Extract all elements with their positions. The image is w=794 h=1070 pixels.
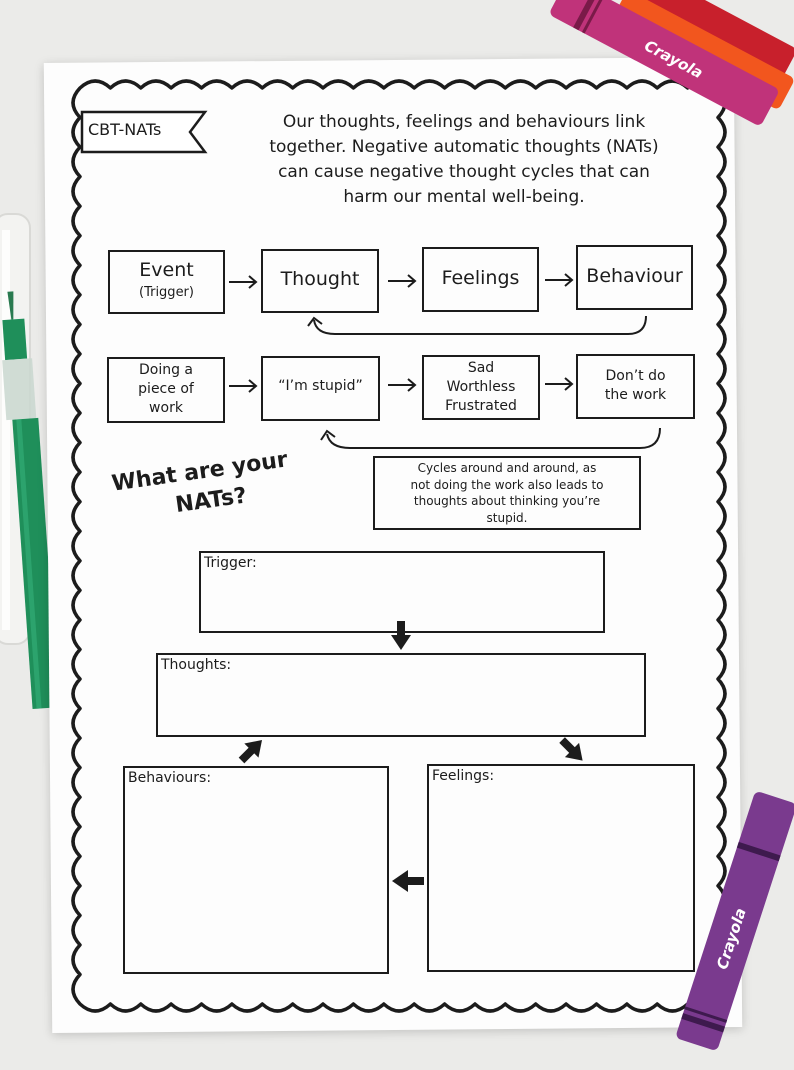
intro-line-3: can cause negative thought cycles that c…: [278, 162, 650, 182]
loop-arrow-1: [307, 315, 647, 335]
feelings-box-label: Feelings:: [432, 768, 495, 784]
loop-arrow-2: [320, 427, 661, 449]
feelings-box: [422, 247, 539, 312]
note-text: Cycles around and around, as not doing t…: [374, 460, 640, 526]
note-line: not doing the work also leads to: [410, 477, 604, 492]
example-feelings-line: Frustrated: [445, 398, 517, 414]
tag-ribbon: [80, 110, 208, 154]
example-thought-box: [261, 356, 380, 421]
example-behaviour-line: Don’t do: [605, 368, 666, 384]
note-box: [373, 456, 641, 530]
feelings-box-blank: [427, 764, 695, 972]
behaviours-box: [123, 766, 389, 974]
example-feelings-text: Sad Worthless Frustrated: [423, 359, 539, 416]
example-event-line: piece of: [138, 381, 194, 397]
arrow-feelings-behaviour: [545, 273, 574, 287]
arrow-down-right-bold: [559, 737, 583, 761]
example-feelings-line: Sad: [467, 360, 495, 376]
behaviours-label: Behaviours:: [128, 770, 212, 786]
feelings-label: Feelings: [441, 267, 520, 289]
arrow-left-bold: [392, 870, 424, 892]
crayon-purple: Crayola: [676, 792, 794, 1050]
intro-text: Our thoughts, feelings and behaviours li…: [214, 110, 714, 210]
example-event-line: Doing a: [138, 362, 194, 378]
note-line: thoughts about thinking you’re: [413, 494, 601, 508]
example-feelings-line: Worthless: [446, 379, 516, 395]
arrow-ex-1: [229, 379, 258, 393]
example-event-text: Doing a piece of work: [108, 361, 224, 418]
intro-line-4: harm our mental well-being.: [343, 187, 585, 207]
arrow-down-bold: [391, 621, 411, 650]
thought-label: Thought: [280, 268, 360, 290]
arrow-event-thought: [229, 275, 258, 289]
intro-line-1: Our thoughts, feelings and behaviours li…: [282, 112, 646, 132]
note-line: Cycles around and around, as: [417, 461, 597, 475]
note-line: stupid.: [486, 510, 528, 525]
thoughts-label: Thoughts:: [161, 657, 232, 673]
example-event-line: work: [149, 400, 183, 416]
example-feelings-box: [422, 355, 540, 420]
thoughts-box: [156, 653, 646, 737]
example-behaviour-box: [576, 354, 695, 419]
green-pen: [2, 291, 59, 710]
behaviour-box: [576, 245, 693, 310]
event-box: [108, 250, 225, 314]
event-label: Event: [139, 259, 194, 281]
example-behaviour-line: the work: [604, 387, 667, 403]
trigger-label: Trigger:: [204, 555, 257, 571]
example-thought-text: “I’m stupid”: [278, 378, 363, 394]
event-sublabel: (Trigger): [139, 285, 194, 300]
tag-label: CBT-NATs: [88, 120, 162, 139]
crayon-red: [633, 0, 794, 78]
arrow-thought-feelings: [388, 274, 417, 288]
example-event-box: [107, 357, 225, 423]
example-behaviour-text: Don’t do the work: [577, 367, 694, 405]
arrow-up-right-bold: [238, 739, 263, 764]
behaviour-label: Behaviour: [586, 265, 683, 287]
arrow-ex-3: [545, 377, 574, 391]
thought-box: [261, 249, 379, 313]
intro-line-2: together. Negative automatic thoughts (N…: [269, 137, 659, 157]
arrow-ex-2: [388, 378, 417, 392]
